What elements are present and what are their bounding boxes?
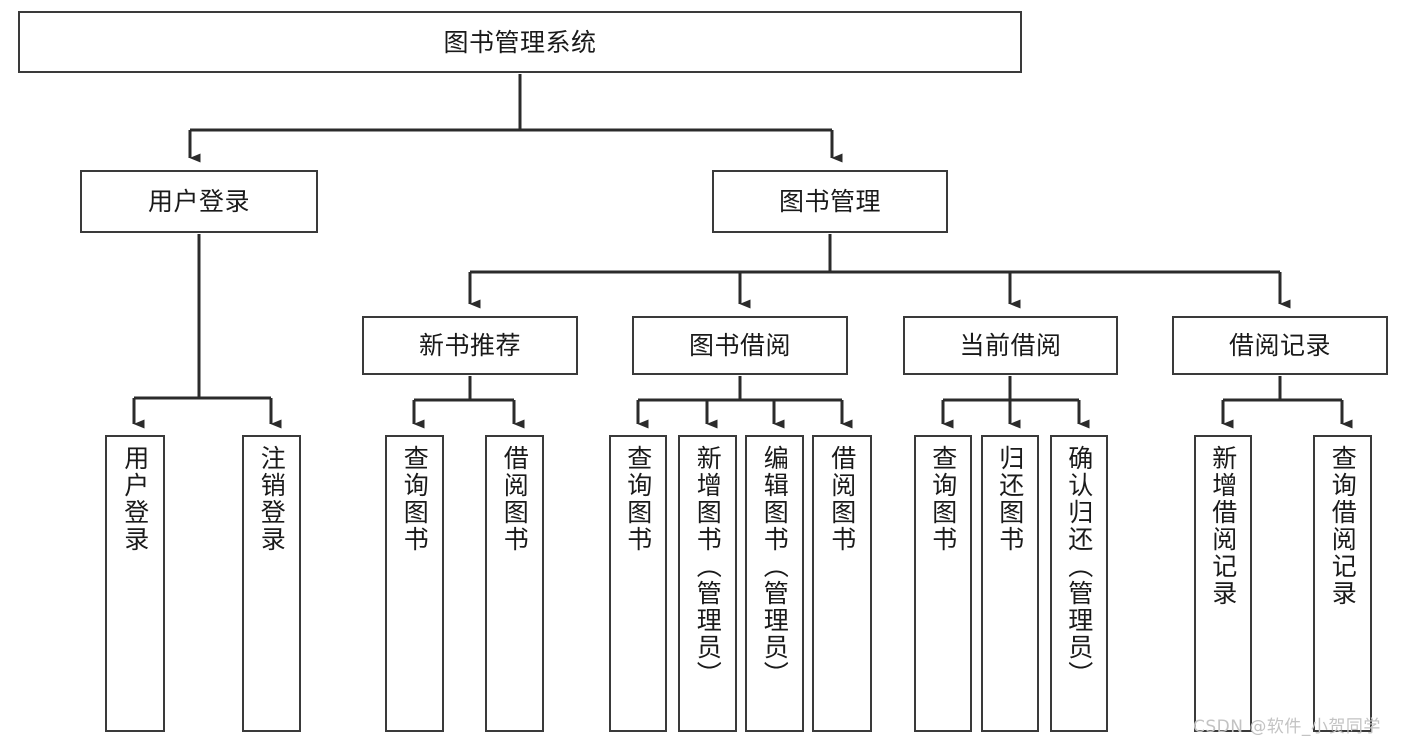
node-current-borrow[interactable]: 当前借阅 — [903, 316, 1118, 375]
node-user-login[interactable]: 用户登录 — [80, 170, 318, 233]
node-book-borrow[interactable]: 图书借阅 — [632, 316, 848, 375]
leaf-add-book-admin[interactable]: 新增图书（管理员） — [678, 435, 737, 732]
node-borrow-record[interactable]: 借阅记录 — [1172, 316, 1388, 375]
csdn-watermark: CSDN @软件_小贺同学 — [1193, 717, 1381, 737]
node-label: 编辑图书（管理员） — [760, 445, 790, 688]
node-label: 新增借阅记录 — [1208, 445, 1238, 607]
node-book-management[interactable]: 图书管理 — [712, 170, 948, 233]
leaf-borrow-book[interactable]: 借阅图书 — [812, 435, 872, 732]
node-label: 查询借阅记录 — [1328, 445, 1358, 607]
leaf-add-borrow-record[interactable]: 新增借阅记录 — [1194, 435, 1252, 732]
node-label: 借阅图书 — [500, 445, 530, 553]
node-label: 查询图书 — [400, 445, 430, 553]
leaf-edit-book-admin[interactable]: 编辑图书（管理员） — [745, 435, 804, 732]
node-label: 查询图书 — [928, 445, 958, 553]
node-label: 用户登录 — [120, 445, 150, 553]
node-label: 确认归还（管理员） — [1064, 445, 1094, 688]
node-label: 图书管理 — [778, 187, 881, 216]
node-label: 借阅记录 — [1228, 331, 1331, 360]
leaf-query-borrow-record[interactable]: 查询借阅记录 — [1313, 435, 1372, 732]
node-root-book-management-system[interactable]: 图书管理系统 — [18, 11, 1022, 73]
node-label: 归还图书 — [995, 445, 1025, 553]
leaf-user-login[interactable]: 用户登录 — [105, 435, 165, 732]
leaf-confirm-return-admin[interactable]: 确认归还（管理员） — [1050, 435, 1108, 732]
node-label: 图书管理系统 — [443, 27, 597, 57]
leaf-query-book-recommend[interactable]: 查询图书 — [385, 435, 444, 732]
node-label: 新书推荐 — [418, 331, 521, 360]
leaf-query-book-borrow[interactable]: 查询图书 — [609, 435, 667, 732]
leaf-query-book-current[interactable]: 查询图书 — [914, 435, 972, 732]
node-label: 借阅图书 — [827, 445, 857, 553]
leaf-logout[interactable]: 注销登录 — [242, 435, 301, 732]
node-label: 查询图书 — [623, 445, 653, 553]
node-label: 新增图书（管理员） — [693, 445, 723, 688]
node-label: 图书借阅 — [688, 331, 791, 360]
node-new-book-recommend[interactable]: 新书推荐 — [362, 316, 578, 375]
leaf-return-book[interactable]: 归还图书 — [981, 435, 1039, 732]
leaf-borrow-book-recommend[interactable]: 借阅图书 — [485, 435, 544, 732]
node-label: 注销登录 — [257, 445, 287, 553]
node-label: 当前借阅 — [959, 331, 1062, 360]
node-label: 用户登录 — [147, 187, 250, 216]
